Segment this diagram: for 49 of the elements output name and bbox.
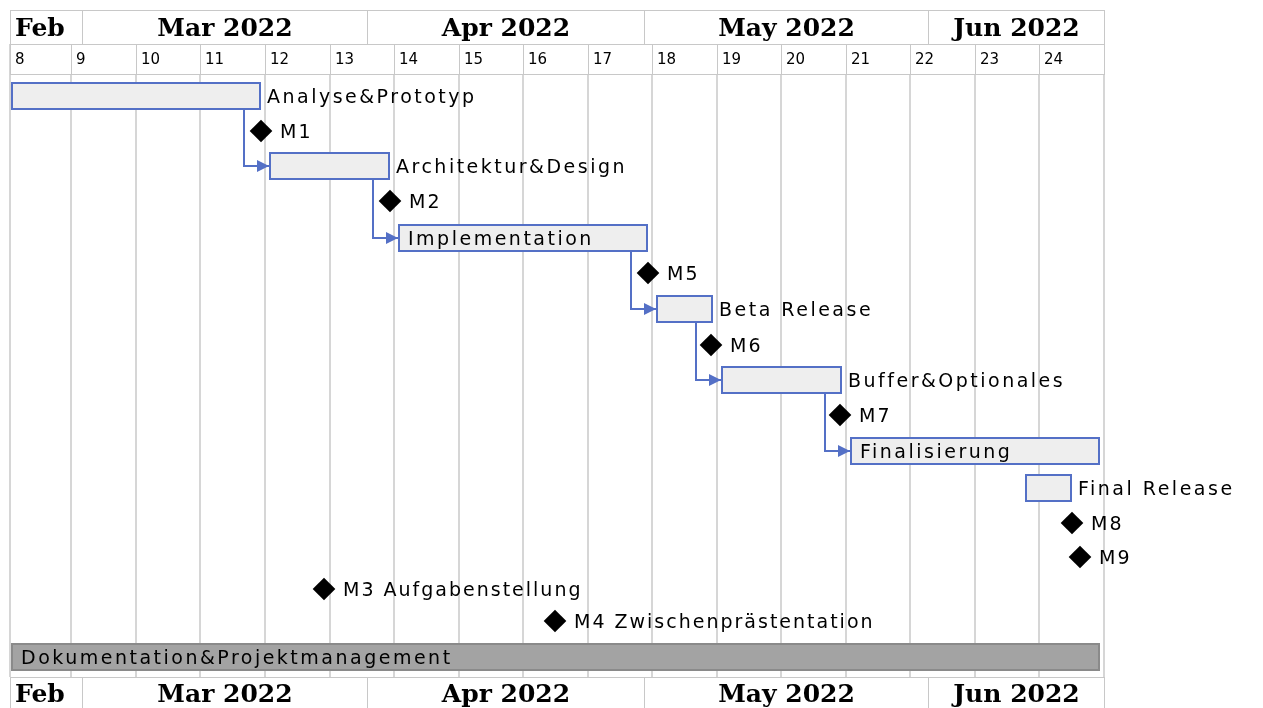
- week-number: 22: [915, 49, 935, 71]
- month-label: Mar 2022: [157, 678, 293, 708]
- week-number: 14: [399, 49, 419, 71]
- milestone-label: M4 Zwischenprästentation: [574, 608, 875, 634]
- week-number: 17: [593, 49, 613, 71]
- week-number: 16: [528, 49, 548, 71]
- task-label: Buffer&Optionales: [848, 370, 1066, 390]
- month-label: Apr 2022: [441, 678, 571, 708]
- milestone-label: M6: [730, 332, 763, 358]
- month-label: Jun 2022: [953, 11, 1080, 44]
- task-bar: Dokumentation&Projektmanagement: [11, 643, 1100, 671]
- week-number: 12: [270, 49, 290, 71]
- milestone-label: M7: [859, 402, 892, 428]
- milestone-label: M5: [667, 260, 700, 286]
- month-label: Apr 2022: [441, 11, 571, 44]
- task-label: Analyse&Prototyp: [267, 86, 477, 106]
- task-bar: Implementation: [398, 224, 648, 252]
- dependency-arrow: [243, 109, 270, 172]
- milestone-label: M9: [1099, 544, 1132, 570]
- week-number: 19: [722, 49, 742, 71]
- week-number: 11: [205, 49, 225, 71]
- task-label: Beta Release: [719, 299, 874, 319]
- month-label: May 2022: [718, 678, 855, 708]
- week-number: 10: [141, 49, 161, 71]
- month-label: Jun 2022: [953, 678, 1080, 708]
- dependency-arrow: [630, 251, 657, 315]
- week-number: 15: [464, 49, 484, 71]
- month-label: Feb: [15, 11, 65, 44]
- week-number: 21: [851, 49, 871, 71]
- task-bar: Finalisierung: [850, 437, 1100, 465]
- task-label: Final Release: [1078, 478, 1235, 498]
- week-number: 9: [76, 49, 86, 71]
- task-label: Architektur&Design: [396, 156, 628, 176]
- milestone-label: M2: [409, 188, 442, 214]
- month-label: May 2022: [718, 11, 855, 44]
- milestone-label: M1: [280, 118, 313, 144]
- milestone-label: M8: [1091, 510, 1124, 536]
- week-number: 13: [335, 49, 355, 71]
- week-number: 23: [980, 49, 1000, 71]
- dependency-arrow: [372, 179, 399, 244]
- week-number: 18: [657, 49, 677, 71]
- week-number: 8: [15, 49, 25, 71]
- month-label: Feb: [15, 678, 65, 708]
- dependency-arrow: [695, 322, 722, 386]
- week-number: 20: [786, 49, 806, 71]
- dependency-arrow: [824, 393, 851, 457]
- milestone-label: M3 Aufgabenstellung: [343, 576, 583, 602]
- month-label: Mar 2022: [157, 11, 293, 44]
- week-number: 24: [1044, 49, 1064, 71]
